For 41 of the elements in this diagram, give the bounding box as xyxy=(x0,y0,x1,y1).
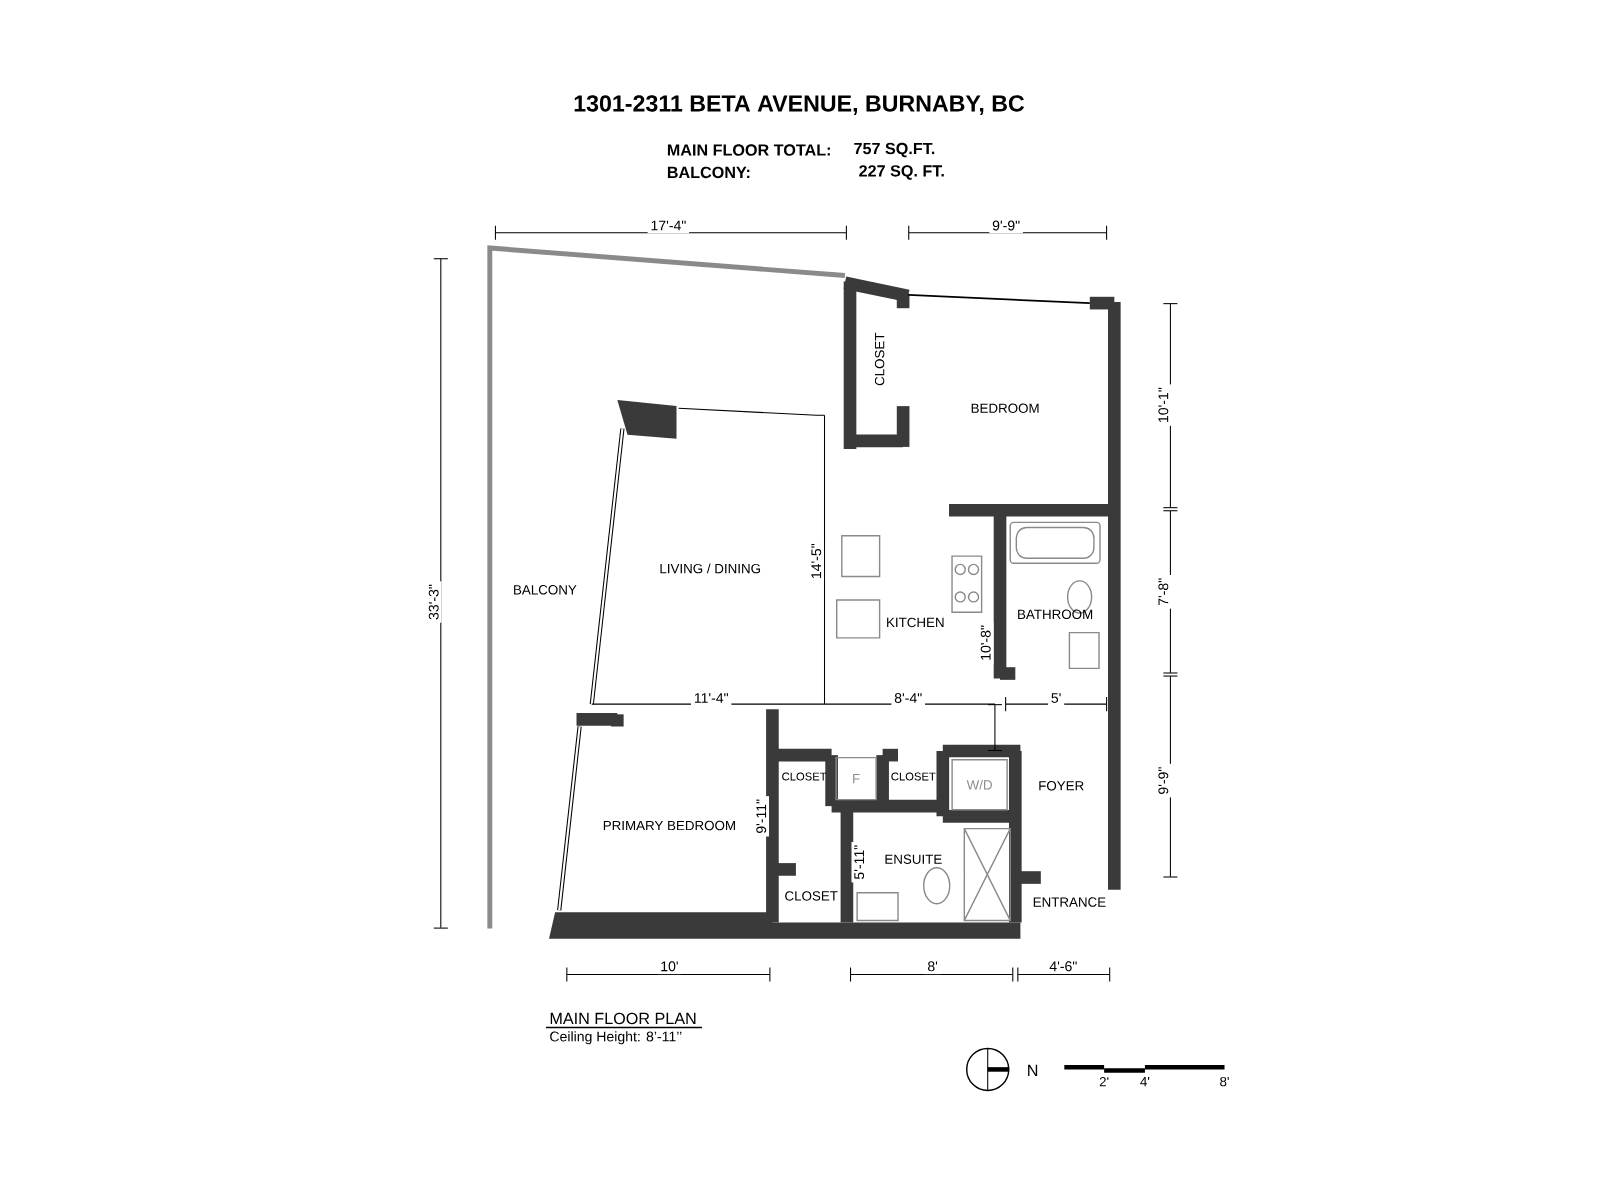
room-label: CLOSET xyxy=(874,332,885,386)
room-label: KITCHEN xyxy=(887,617,944,628)
room-label: BALCONY xyxy=(514,585,577,595)
dimension-label: 8'-4" xyxy=(891,690,926,706)
dimension-label: 14'-5" xyxy=(808,540,825,582)
room-label: BATHROOM xyxy=(1018,609,1093,620)
appliance-box: W/D xyxy=(951,759,1008,811)
area-text: BALCONY: xyxy=(667,166,750,179)
plan-title: MAIN FLOOR PLAN xyxy=(550,1012,696,1025)
dimension-label: 7'-8" xyxy=(1155,575,1172,609)
area-text: 227 SQ. FT. xyxy=(859,165,944,180)
dimension-label: 9'-9" xyxy=(1155,763,1172,798)
dimension-label: 9'-9" xyxy=(989,217,1023,234)
dimension-label: 10'-1" xyxy=(1155,384,1172,426)
room-label: PRIMARY BEDROOM xyxy=(603,820,735,831)
room-label: CLOSET xyxy=(891,772,936,781)
dimension-label: 10'-8" xyxy=(977,622,994,664)
area-text: MAIN FLOOR TOTAL: xyxy=(667,144,830,156)
room-label: ENTRANCE xyxy=(1033,897,1106,907)
north-label: N xyxy=(1028,1064,1038,1076)
ceiling-height-note: Ceiling Height: 8’-11’’ xyxy=(550,1031,682,1045)
area-text: 757 SQ.FT. xyxy=(854,142,935,158)
dimension-label: 9'-11" xyxy=(753,796,769,837)
dimension-label: 10' xyxy=(657,958,682,975)
room-label: FOYER xyxy=(1039,781,1084,791)
scale-label: 4' xyxy=(1140,1077,1150,1087)
dimension-label: 5' xyxy=(1048,690,1065,706)
room-label: BEDROOM xyxy=(971,403,1039,413)
scale-label: 8' xyxy=(1220,1076,1229,1087)
appliance-box: F xyxy=(835,756,877,801)
room-label: CLOSET xyxy=(785,891,838,901)
dimension-label: 5'-11" xyxy=(851,842,867,883)
dimension-label: 8' xyxy=(924,958,941,975)
scale-label: 2' xyxy=(1099,1077,1109,1087)
dimension-label: 11'-4" xyxy=(691,690,732,706)
room-label: LIVING / DINING xyxy=(660,563,760,574)
dimension-label: 33'-3" xyxy=(425,581,442,623)
room-label: ENSUITE xyxy=(885,854,942,864)
title: 1301-2311 BETA AVENUE, BURNABY, BC xyxy=(574,95,1025,115)
dimension-label: 17'-4" xyxy=(647,217,690,234)
dimension-label: 4'-6" xyxy=(1046,958,1081,975)
